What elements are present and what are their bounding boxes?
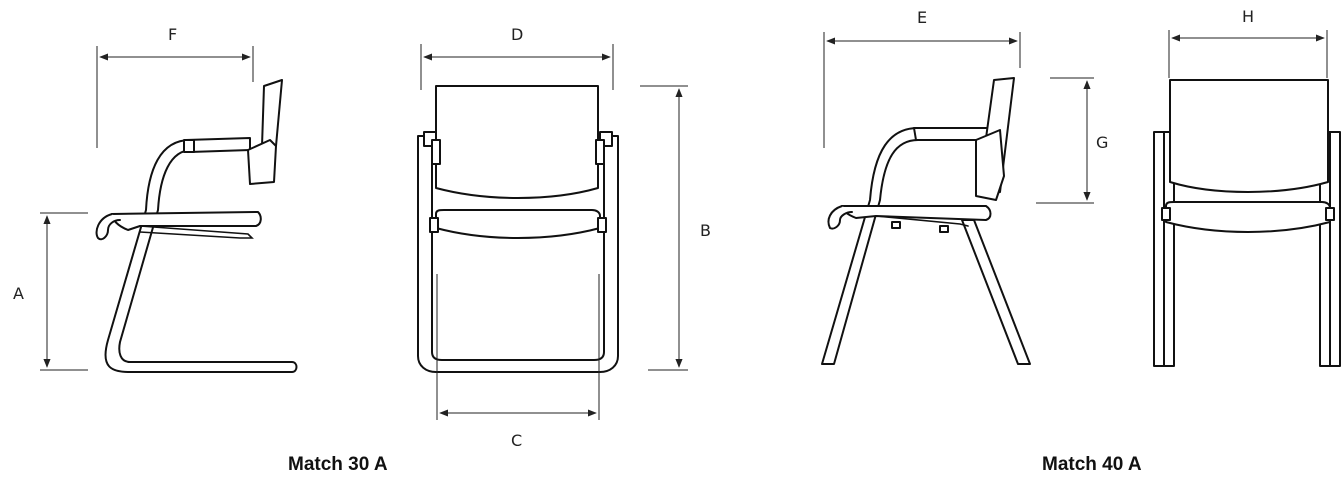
match-30a-side-view: [95, 79, 298, 373]
dimension-d-label: D: [511, 25, 523, 44]
dimension-b: B: [640, 85, 711, 371]
dimension-b-label: B: [700, 221, 711, 240]
match-30a-front-view: [417, 85, 619, 373]
dimension-e-label: E: [917, 8, 927, 27]
dimension-h: H: [1168, 7, 1328, 78]
dimension-f-label: F: [168, 25, 177, 44]
dimension-g-label: G: [1096, 133, 1108, 152]
dimension-g: G: [1036, 77, 1108, 204]
dimension-f: F: [96, 25, 254, 148]
dimension-c: C: [436, 274, 600, 450]
dimension-a: A: [13, 212, 88, 371]
dimension-c-label: C: [511, 431, 522, 450]
dimension-a-label: A: [13, 284, 24, 303]
product-name-match-40a: Match 40 A: [1042, 454, 1142, 475]
dimension-e: E: [823, 8, 1021, 148]
dimension-d: D: [420, 25, 614, 90]
match-40a-front-view: [1153, 79, 1341, 367]
product-name-match-30a: Match 30 A: [288, 454, 388, 475]
dimension-h-label: H: [1242, 7, 1254, 26]
match-40a-side-view: [821, 77, 1031, 365]
